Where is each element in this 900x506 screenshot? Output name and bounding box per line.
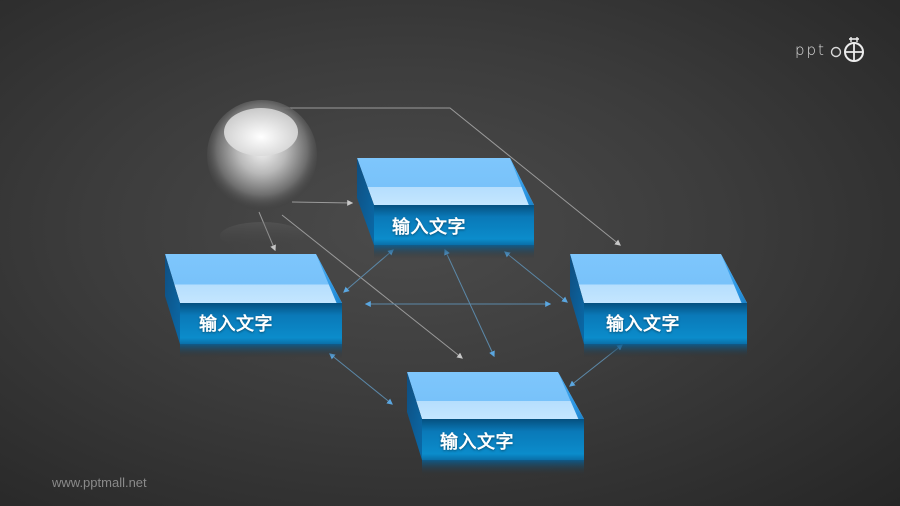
box-top-face	[570, 254, 747, 303]
box-front-face	[374, 205, 534, 245]
box-reflection	[180, 344, 342, 358]
box-left-side	[357, 158, 374, 245]
brand-text: PPT	[795, 41, 826, 59]
box-right-side	[721, 254, 747, 344]
box-top[interactable]	[357, 158, 534, 259]
footer-url[interactable]: www.pptmall.net	[52, 475, 147, 490]
sphere-highlight	[224, 108, 298, 156]
box-top-face	[407, 372, 584, 419]
box-right-side	[510, 158, 534, 245]
box-top-label[interactable]: 输入文字	[392, 217, 466, 238]
box-left-label[interactable]: 输入文字	[199, 314, 273, 335]
box-left-side	[570, 254, 584, 344]
connector-sphere-to-top	[291, 199, 354, 206]
box-bottom[interactable]	[407, 372, 584, 476]
box-bottom-label[interactable]: 输入文字	[440, 432, 514, 453]
box-right-side	[316, 254, 342, 344]
box-right-label[interactable]: 输入文字	[606, 314, 680, 335]
box-right-side	[558, 372, 584, 460]
connector-sphere-to-right	[270, 107, 621, 246]
box-left-side	[407, 372, 422, 460]
box-reflection	[374, 245, 534, 259]
box-front-face	[422, 419, 584, 460]
box-left[interactable]	[165, 254, 342, 358]
box-right[interactable]	[570, 254, 747, 358]
connector-top-bottom	[444, 248, 495, 358]
box-front-face	[180, 303, 342, 344]
connector-top-right	[504, 251, 568, 303]
box-top-face	[357, 158, 534, 205]
box-reflection	[584, 344, 747, 358]
connector-left-bottom	[329, 353, 393, 405]
ppt-logo-icon	[830, 37, 864, 62]
brand-logo: PPT	[795, 36, 870, 64]
box-top-face	[165, 254, 342, 303]
box-left-side	[165, 254, 180, 344]
box-reflection	[422, 460, 584, 476]
sphere	[207, 100, 317, 250]
box-front-face	[584, 303, 747, 344]
sphere-reflection	[220, 222, 304, 250]
